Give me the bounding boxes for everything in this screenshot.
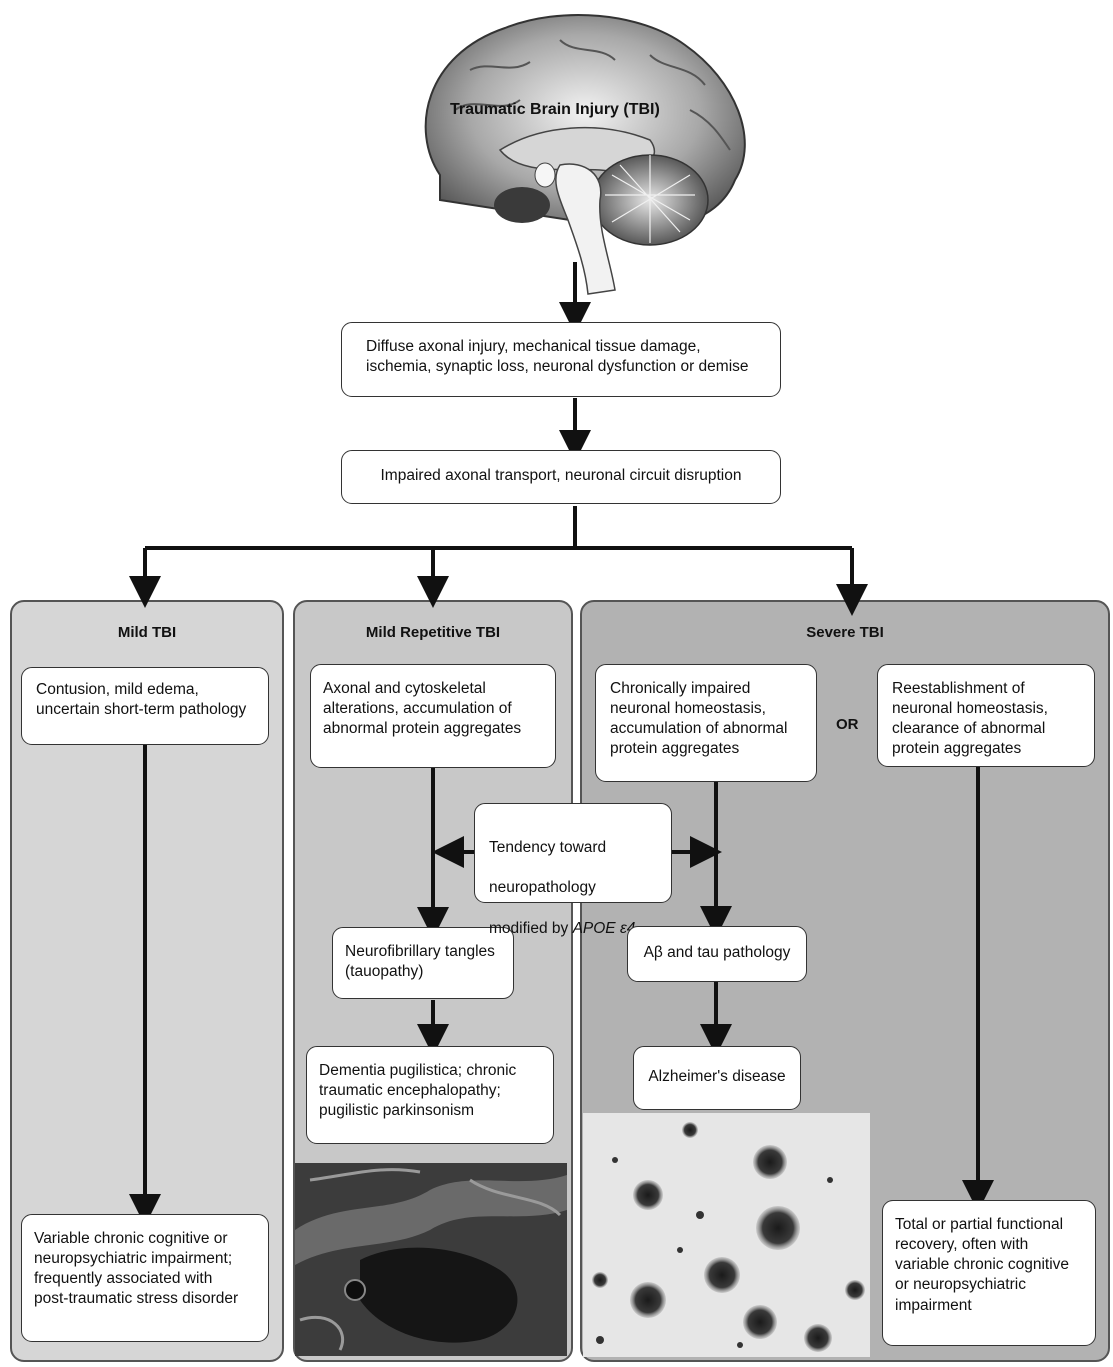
diffuse-injury-box: Diffuse axonal injury, mechanical tissue… <box>341 322 781 397</box>
mild-repetitive-tbi-title: Mild Repetitive TBI <box>365 624 501 641</box>
apoe-gene-label: APOE ε4 <box>572 919 636 937</box>
alzheimers-box: Alzheimer's disease <box>633 1046 801 1110</box>
abeta-tau-box: Aβ and tau pathology <box>627 926 807 982</box>
impaired-transport-box: Impaired axonal transport, neuronal circ… <box>341 450 781 504</box>
modifier-line3: modified by APOE ε4 <box>489 919 636 937</box>
plaques-micrograph <box>583 1113 870 1357</box>
severe-tbi-title: Severe TBI <box>806 624 884 641</box>
severe-reestablish-box: Reestablishment of neuronal homeostasis,… <box>877 664 1095 767</box>
flow-arrows <box>129 262 994 1226</box>
mild-outcome-box: Variable chronic cognitive or neuropsych… <box>21 1214 269 1342</box>
tangles-box: Neurofibrillary tangles (tauopathy) <box>332 927 514 999</box>
tbi-title: Traumatic Brain Injury (TBI) <box>450 101 660 118</box>
apoe-modifier-box: Tendency toward neuropathology modified … <box>474 803 672 937</box>
tangles-micrograph <box>295 1163 567 1356</box>
modifier-line1: Tendency toward <box>489 839 607 857</box>
severe-impaired-box: Chronically impaired neuronal homeostasi… <box>595 664 817 782</box>
mild-tbi-title: Mild TBI <box>117 624 177 641</box>
modifier-line2: neuropathology <box>489 879 596 897</box>
dementia-pugilistica-box: Dementia pugilistica; chronic traumatic … <box>306 1046 554 1144</box>
or-label: OR <box>836 716 859 733</box>
mild-contusion-box: Contusion, mild edema, uncertain short-t… <box>21 667 269 745</box>
recovery-box: Total or partial functional recovery, of… <box>882 1200 1096 1346</box>
brain-illustration <box>424 14 746 295</box>
repetitive-axonal-box: Axonal and cytoskeletal alterations, acc… <box>310 664 556 768</box>
